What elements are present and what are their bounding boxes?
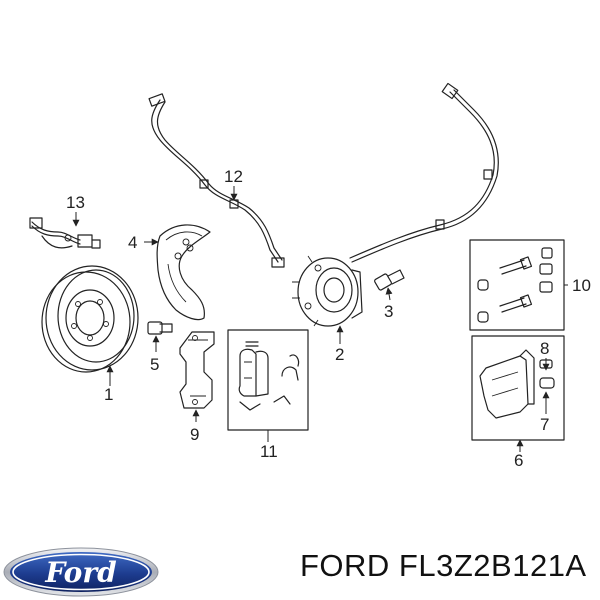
callout-13: 13 [66,193,85,212]
callout-3: 3 [384,302,393,321]
bolt-part-5 [147,321,173,335]
brake-rotor-part-1 [41,265,139,373]
abs-sensor-wire-part-12 [148,93,285,268]
ford-logo: Ford [3,547,159,597]
callout-11: 11 [260,442,278,461]
callout-4: 4 [128,233,137,252]
leader-lines [72,186,568,452]
callout-6: 6 [514,451,523,470]
callout-labels: 1 2 3 4 5 6 7 8 9 10 11 12 13 [66,167,591,470]
callout-8: 8 [540,339,549,358]
callout-12: 12 [224,167,243,186]
caliper-bracket-part-9 [179,331,215,409]
part-number-title: FORD FL3Z2B121A [300,548,587,583]
ford-logo-script: Ford [44,556,116,589]
callout-7: 7 [540,415,549,434]
callout-5: 5 [150,355,159,374]
dust-shield-part-4 [156,224,211,321]
caliper-box-part-6 [471,335,565,441]
abs-sensor-wire-right [349,82,499,263]
bolt-part-3 [374,269,405,291]
callout-10: 10 [572,276,591,295]
pin-kit-box-part-10 [469,239,565,331]
callout-1: 1 [104,385,113,404]
callout-2: 2 [335,345,344,364]
sensor-harness-part-13 [29,217,101,249]
callout-9: 9 [190,425,199,444]
wheel-hub-part-2 [292,255,363,327]
pad-kit-box-part-11 [227,329,309,431]
